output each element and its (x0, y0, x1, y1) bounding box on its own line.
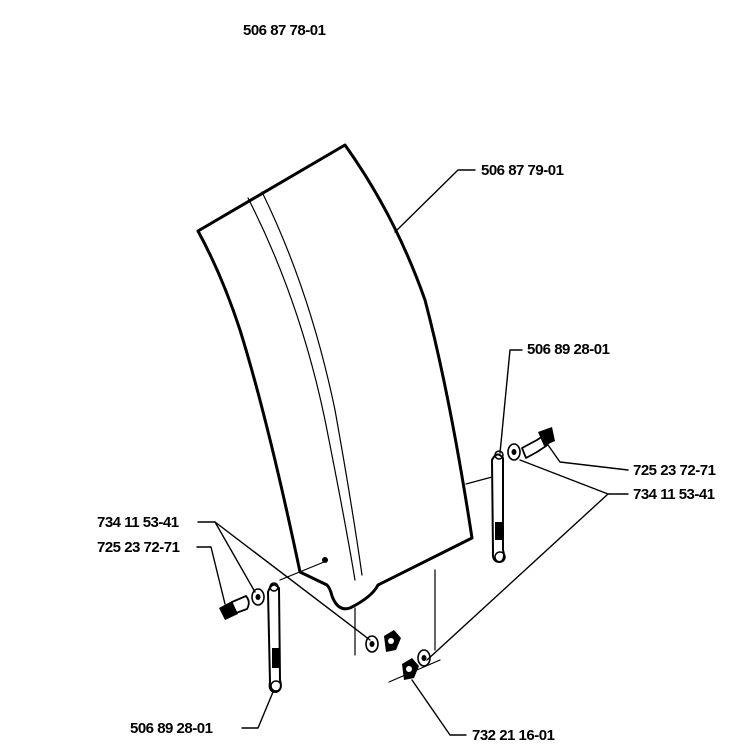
screw-left (219, 595, 250, 620)
part-label-washer-right: 734 11 53-41 (633, 486, 715, 503)
part-label-washer-left: 734 11 53-41 (97, 514, 179, 531)
leader-lines (196, 169, 629, 736)
washer-right (507, 443, 521, 461)
guard-panel (196, 143, 474, 656)
part-label-nut: 732 21 16-01 (472, 727, 555, 744)
part-label-guard: 506 87 79-01 (481, 162, 564, 179)
nut-set (365, 630, 441, 683)
part-label-screw-right: 725 23 72-71 (633, 462, 716, 479)
bracket-left (267, 561, 325, 693)
part-label-screw-left: 725 23 72-71 (97, 539, 180, 556)
assembly-number: 506 87 78-01 (243, 22, 326, 39)
bracket-right (465, 450, 506, 563)
part-label-bracket-left: 506 89 28-01 (130, 720, 213, 737)
screw-right (521, 427, 555, 459)
washer-left (251, 588, 265, 606)
part-label-bracket-right: 506 89 28-01 (527, 341, 610, 358)
